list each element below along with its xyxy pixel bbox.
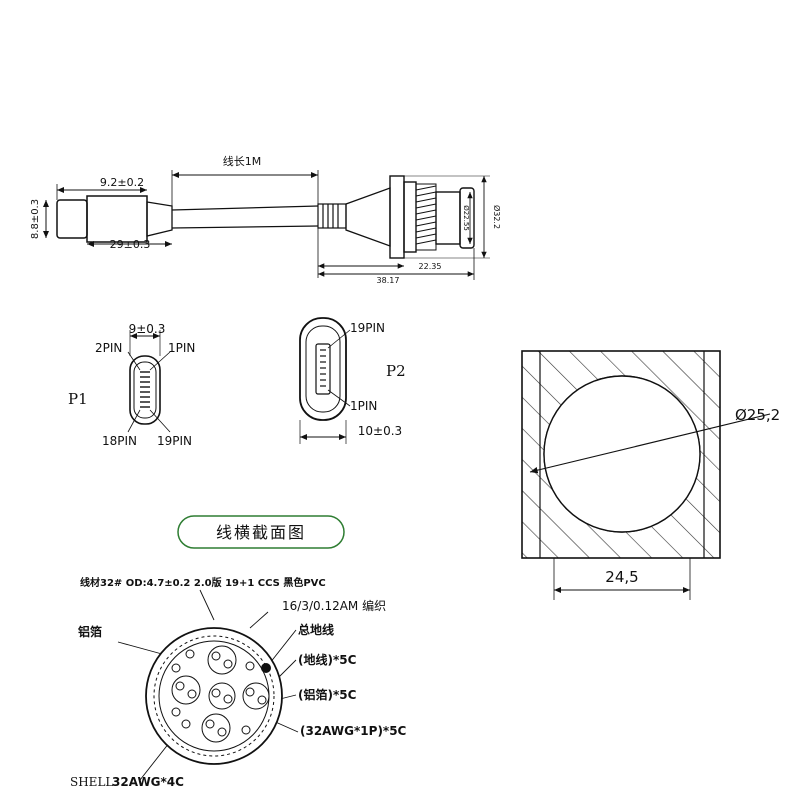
- usb-c-plug-shell: [86, 195, 148, 243]
- shell-label: SHELL: [70, 775, 113, 789]
- cable-length-label: 线长1M: [223, 154, 262, 168]
- p1-outline: [129, 355, 161, 425]
- overall-length-dim: 38.17: [377, 276, 400, 285]
- cutout-diameter-dim: Ø25,2: [735, 406, 780, 424]
- p1-width-dim: 9±0.3: [129, 322, 166, 336]
- braid-label: 16/3/0.12AM 编织: [282, 598, 386, 613]
- p2-inner: [305, 325, 341, 413]
- shell-wire-label: 32AWG*4C: [112, 775, 184, 789]
- body-length-dim: 22.35: [419, 262, 442, 271]
- p1-pin-19: 19PIN: [157, 434, 192, 448]
- p2-slot: [315, 343, 331, 395]
- nut: [403, 181, 417, 253]
- side-view-drawing: 线长1M 9.2±0.2 8.8±0.3 29±0.3 22.35 38.17 …: [30, 154, 502, 285]
- pair-group: [171, 645, 270, 743]
- cable-braid: [153, 635, 275, 757]
- cutout-width-dim: 24,5: [605, 568, 638, 586]
- usb-c-plug-tip: [56, 199, 88, 239]
- boot-length-dim: 29±0.3: [110, 238, 151, 251]
- receptacle-face: [435, 191, 461, 245]
- p1-pin-18: 18PIN: [102, 434, 137, 448]
- p1-face-view: 9±0.3 2PIN 1PIN 18PIN 19PIN P1: [68, 322, 195, 448]
- cable-cross-section: 线材32# OD:4.7±0.2 2.0版 19+1 CCS 黑色PVC 16/…: [70, 576, 407, 789]
- cable-bottom: [171, 225, 319, 229]
- p1-inner: [133, 361, 157, 419]
- cross-section-title-text: 线横截面图: [216, 523, 306, 542]
- plug-height-dim: 8.8±0.3: [30, 199, 41, 239]
- cable-spec-line: 线材32# OD:4.7±0.2 2.0版 19+1 CCS 黑色PVC: [80, 576, 326, 589]
- main-ground-wire: [261, 663, 271, 673]
- p2-pins: [320, 349, 326, 387]
- receptacle-end: [459, 187, 475, 249]
- thread: [415, 183, 437, 251]
- p1-pin-2: 2PIN: [95, 341, 122, 355]
- thread-dia-dim: Ø22.55: [462, 205, 470, 231]
- p2-outline: [299, 317, 347, 421]
- cross-section-title-box: [177, 515, 345, 549]
- ground-wire-label: (地线)*5C: [298, 652, 357, 667]
- panel-cutout-view: Ø25,2 24,5: [521, 350, 780, 600]
- p2-face-view: 19PIN 1PIN 10±0.3 P2: [299, 317, 406, 444]
- foil-count-label: (铝箔)*5C: [298, 687, 357, 702]
- flange-dia-dim: Ø32.2: [492, 205, 502, 229]
- plug-length-dim: 9.2±0.2: [100, 176, 144, 189]
- cross-section-title: 线横截面图: [177, 515, 345, 549]
- pair-label: (32AWG*1P)*5C: [300, 724, 407, 738]
- p1-label: P1: [68, 390, 88, 408]
- flange: [389, 175, 405, 259]
- single-conductors: [171, 649, 255, 735]
- foil-label: 铝箔: [78, 624, 102, 639]
- p2-pin-19: 19PIN: [350, 321, 385, 335]
- connector-cone: [345, 187, 391, 247]
- p1-pin-1: 1PIN: [168, 341, 195, 355]
- p2-label: P2: [386, 362, 406, 380]
- strain-relief: [317, 203, 347, 229]
- p2-pin-1: 1PIN: [350, 399, 377, 413]
- p1-pins: [140, 371, 150, 408]
- p2-width-dim: 10±0.3: [358, 424, 402, 438]
- cable-top: [171, 205, 319, 211]
- plug-boot: [146, 201, 173, 237]
- main-ground-label: 总地线: [298, 622, 334, 637]
